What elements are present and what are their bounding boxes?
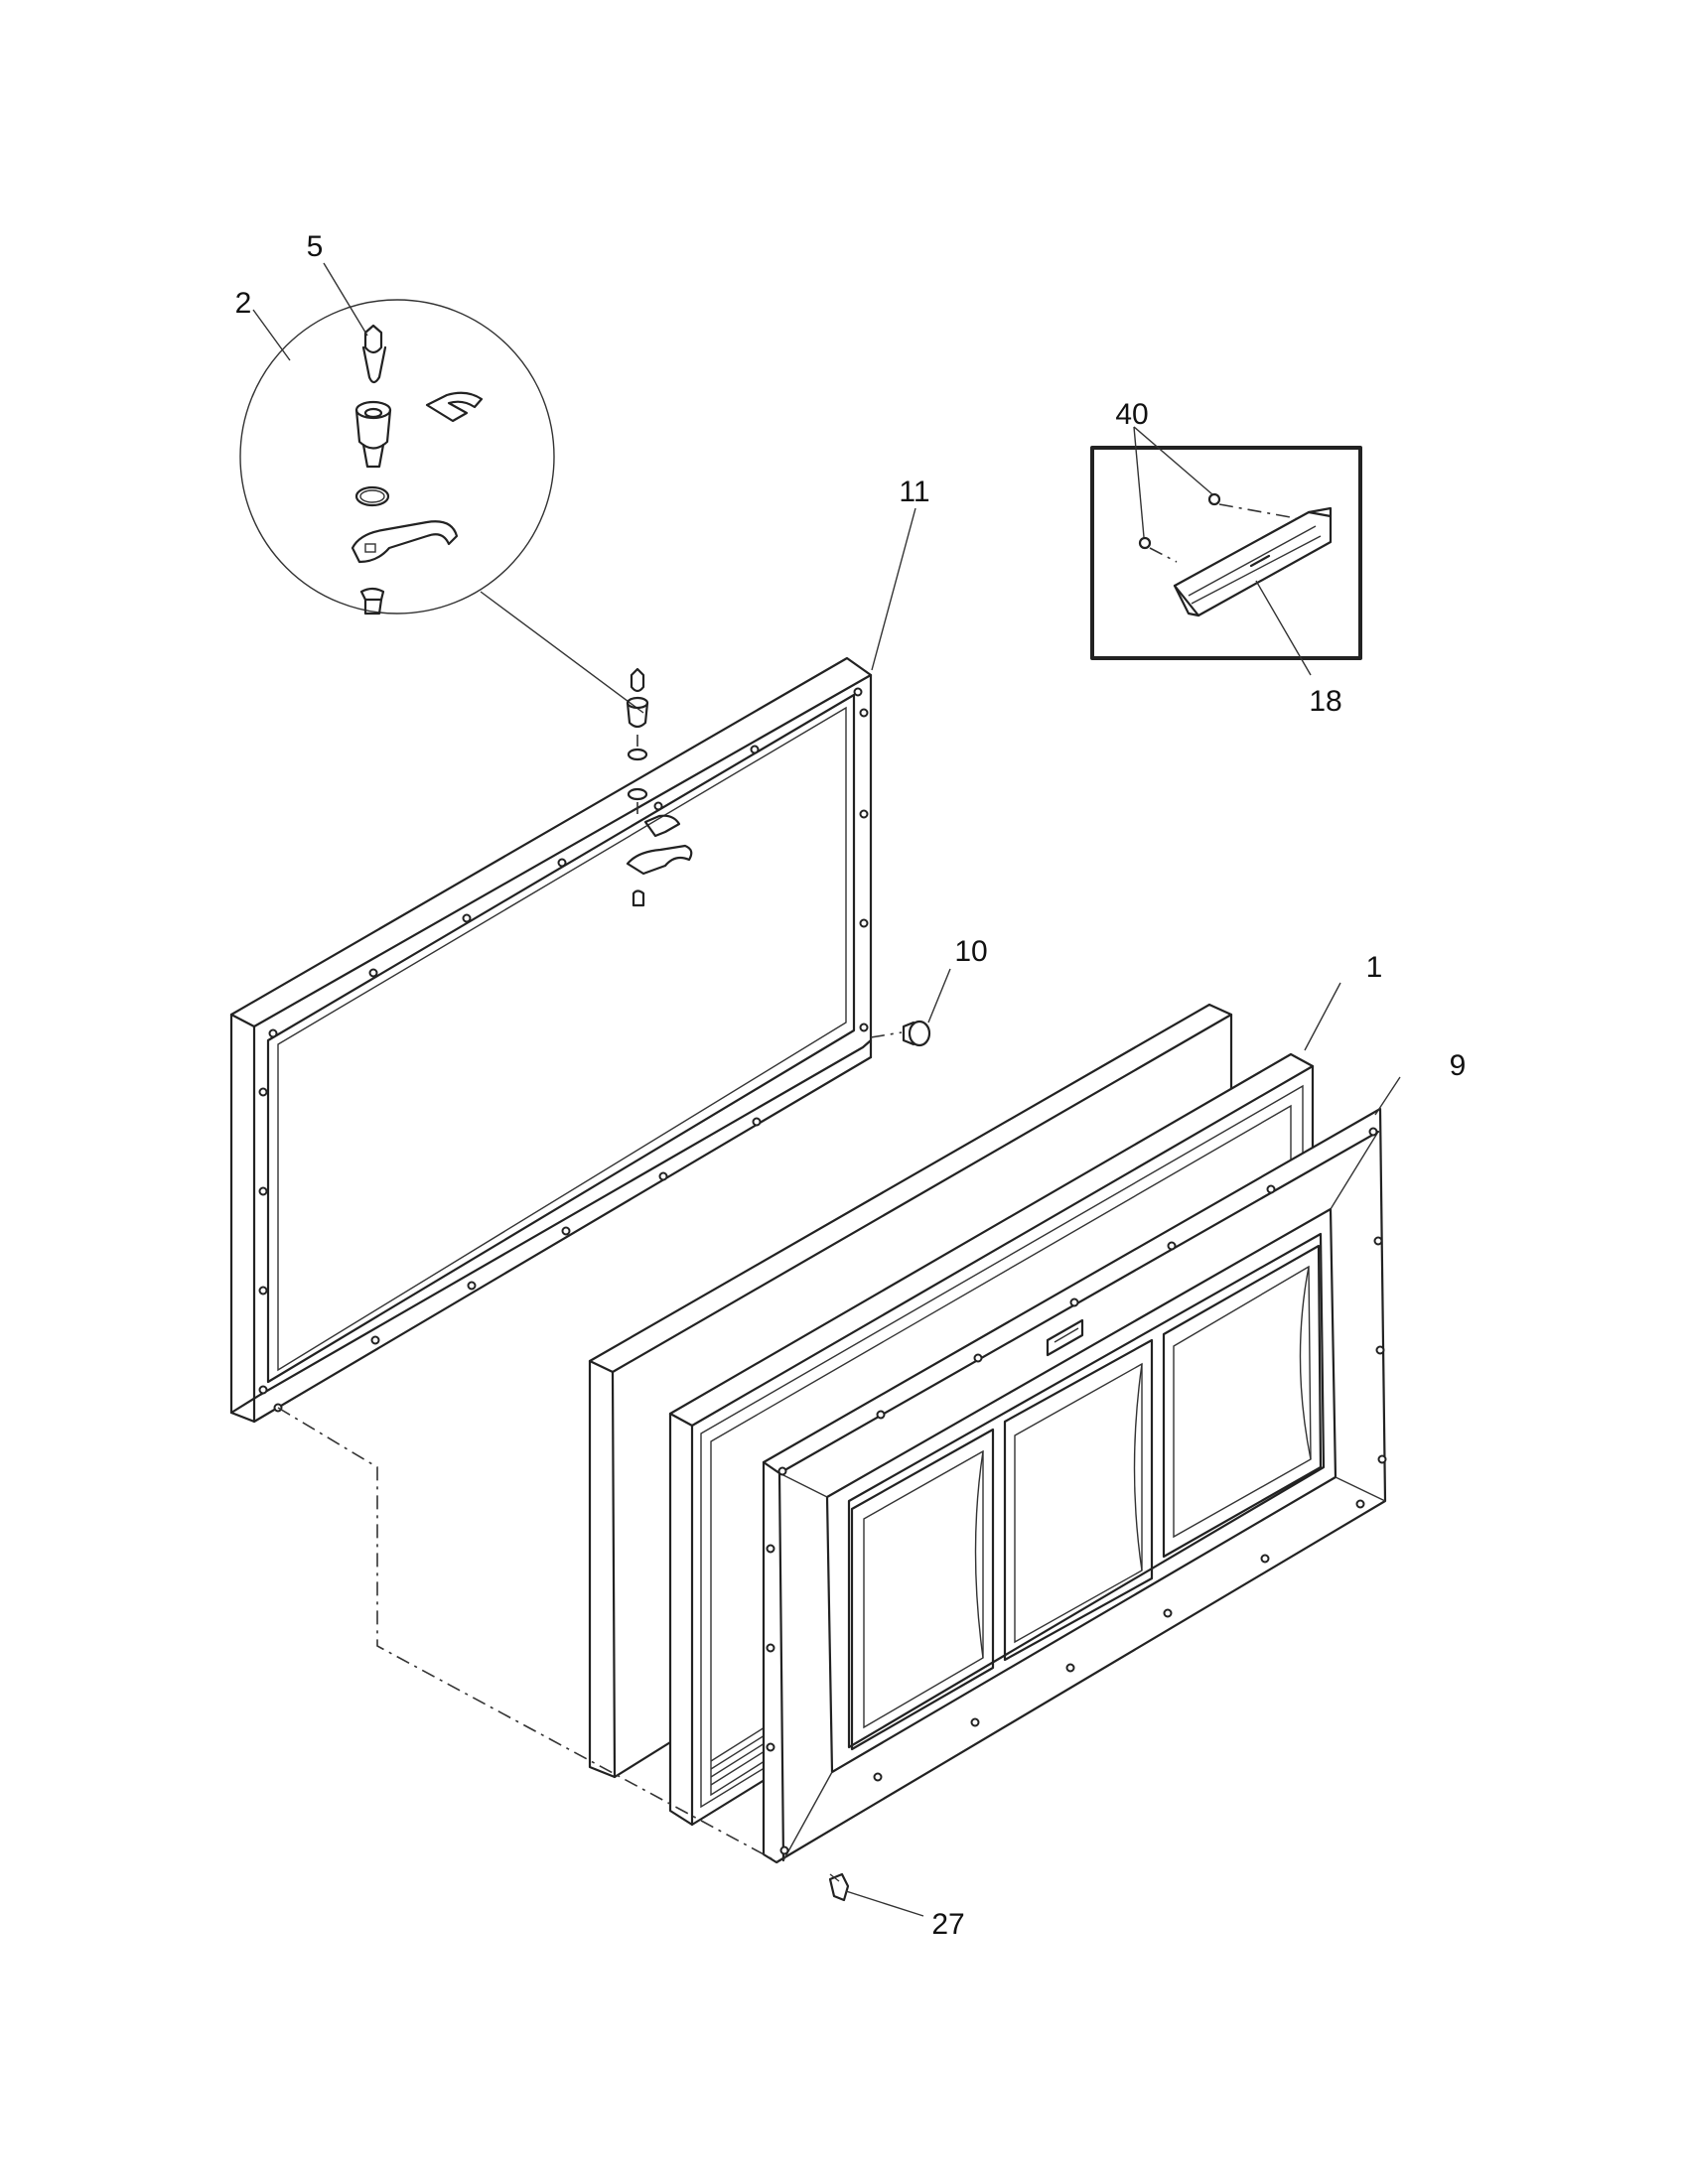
callout-11: 11 (899, 476, 929, 508)
callout-2: 2 (235, 287, 252, 320)
callout-40: 40 (1115, 398, 1148, 431)
part-10-knob (870, 968, 951, 1047)
handle-inset (1090, 426, 1362, 676)
lock-detail-circle (239, 299, 555, 615)
part-11-frame (229, 656, 873, 1424)
callout-18: 18 (1309, 685, 1341, 718)
callout-27: 27 (931, 1908, 964, 1941)
door-9-holes (766, 1127, 1387, 1855)
part-9-door (762, 1076, 1401, 1864)
part-27-screw (828, 1872, 924, 1917)
assembly-dashed-line (277, 1407, 779, 1863)
leader-5 (323, 262, 368, 337)
callout-1: 1 (1366, 951, 1383, 984)
callout-9: 9 (1450, 1049, 1467, 1082)
leader-11 (871, 507, 916, 671)
callout-10: 10 (954, 935, 987, 968)
frame-11-holes (258, 687, 869, 1413)
callout-5: 5 (307, 230, 324, 263)
leader-2 (252, 309, 291, 361)
